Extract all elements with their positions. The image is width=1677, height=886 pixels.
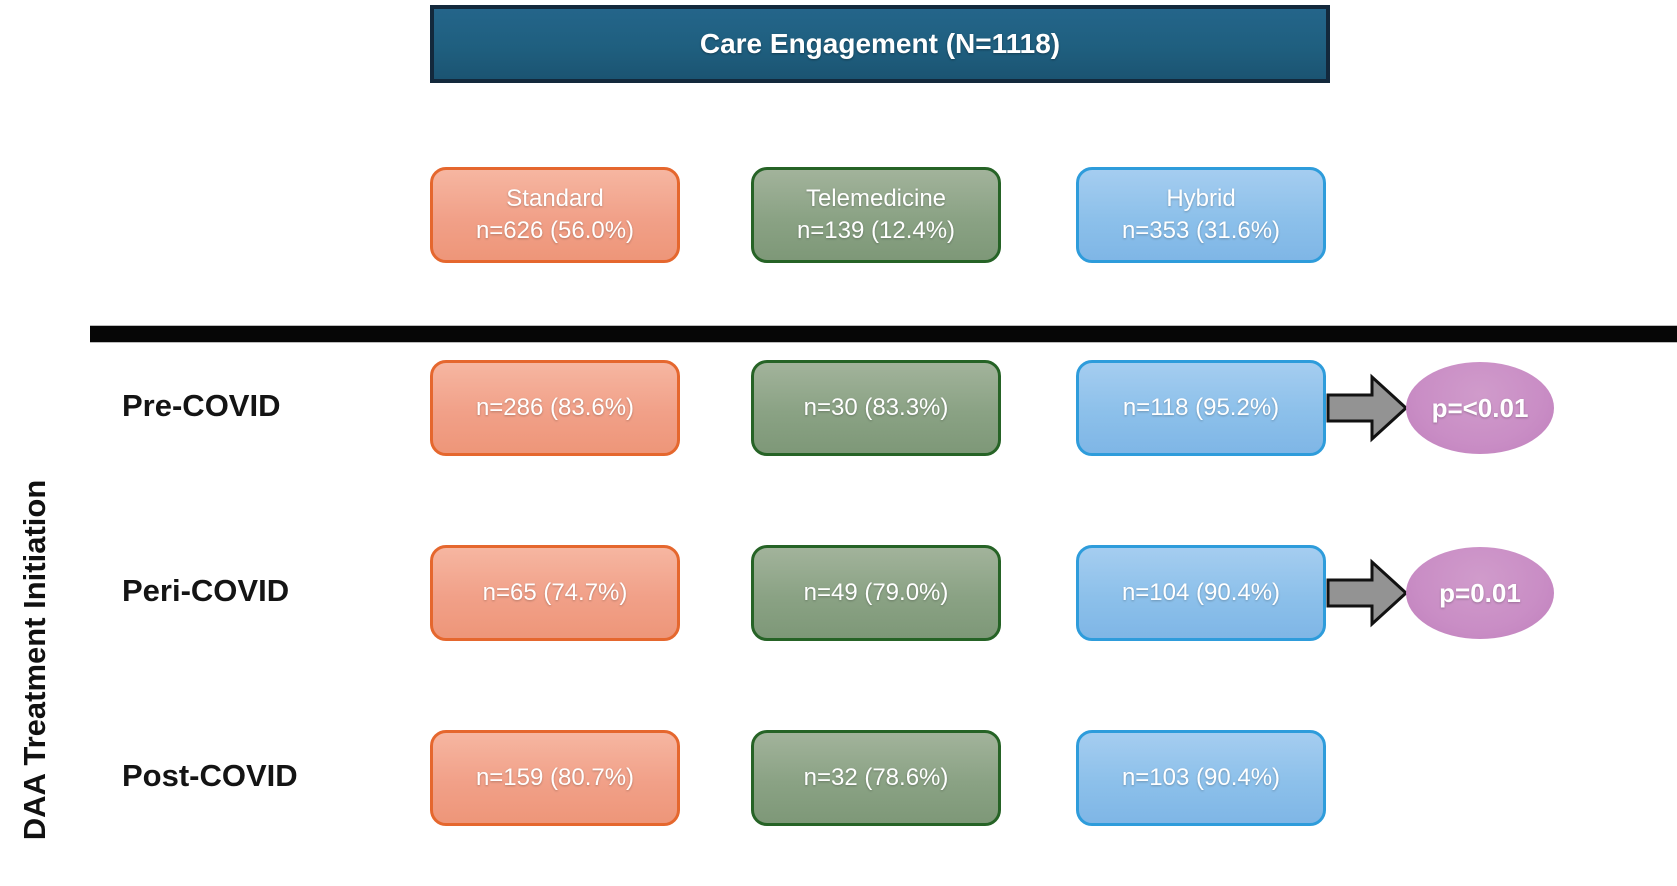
value-box-hybrid: n=104 (90.4%) [1076, 545, 1326, 641]
value-text: n=32 (78.6%) [803, 763, 949, 791]
row-label: Peri-COVID [122, 573, 290, 608]
value-box-telemedicine: n=32 (78.6%) [751, 730, 1001, 826]
p-value-text: p=0.01 [1439, 577, 1521, 608]
group-name: Telemedicine [805, 184, 947, 212]
section-divider [90, 325, 1677, 343]
value-box-standard: n=159 (80.7%) [430, 730, 680, 826]
right-arrow-icon [1326, 558, 1409, 628]
header-title: Care Engagement (N=1118) [699, 28, 1061, 59]
connector-bar [672, 390, 760, 425]
value-text: n=104 (90.4%) [1121, 578, 1281, 606]
connector-bar [995, 390, 1085, 425]
p-value-text: p=<0.01 [1431, 392, 1529, 423]
value-box-hybrid: n=118 (95.2%) [1076, 360, 1326, 456]
row-label: Post-COVID [122, 758, 298, 793]
group-name: Standard [506, 184, 604, 212]
value-text: n=103 (90.4%) [1121, 763, 1281, 791]
group-name: Hybrid [1166, 184, 1236, 212]
group-count: n=626 (56.0%) [475, 217, 635, 244]
value-box-telemedicine: n=49 (79.0%) [751, 545, 1001, 641]
value-text: n=159 (80.7%) [475, 763, 635, 791]
value-text: n=30 (83.3%) [803, 393, 949, 421]
value-box-standard: n=286 (83.6%) [430, 360, 680, 456]
group-box-standard: Standard n=626 (56.0%) [430, 167, 680, 263]
connector-bar [672, 575, 760, 610]
row-label: Pre-COVID [122, 388, 281, 423]
group-count: n=139 (12.4%) [796, 217, 956, 244]
care-engagement-header: Care Engagement (N=1118) [430, 5, 1330, 83]
y-axis-label: DAA Treatment Initiation [17, 479, 52, 841]
group-box-telemedicine: Telemedicine n=139 (12.4%) [751, 167, 1001, 263]
group-box-hybrid: Hybrid n=353 (31.6%) [1076, 167, 1326, 263]
value-text: n=65 (74.7%) [482, 578, 628, 606]
group-count: n=353 (31.6%) [1121, 217, 1281, 244]
connector-bar [995, 575, 1085, 610]
right-arrow-icon [1326, 373, 1409, 443]
value-text: n=286 (83.6%) [475, 393, 635, 421]
value-text: n=118 (95.2%) [1122, 393, 1280, 421]
value-box-standard: n=65 (74.7%) [430, 545, 680, 641]
value-box-telemedicine: n=30 (83.3%) [751, 360, 1001, 456]
value-text: n=49 (79.0%) [803, 578, 949, 606]
value-box-hybrid: n=103 (90.4%) [1076, 730, 1326, 826]
p-value-badge: p=0.01 [1406, 547, 1554, 639]
p-value-badge: p=<0.01 [1406, 362, 1554, 454]
